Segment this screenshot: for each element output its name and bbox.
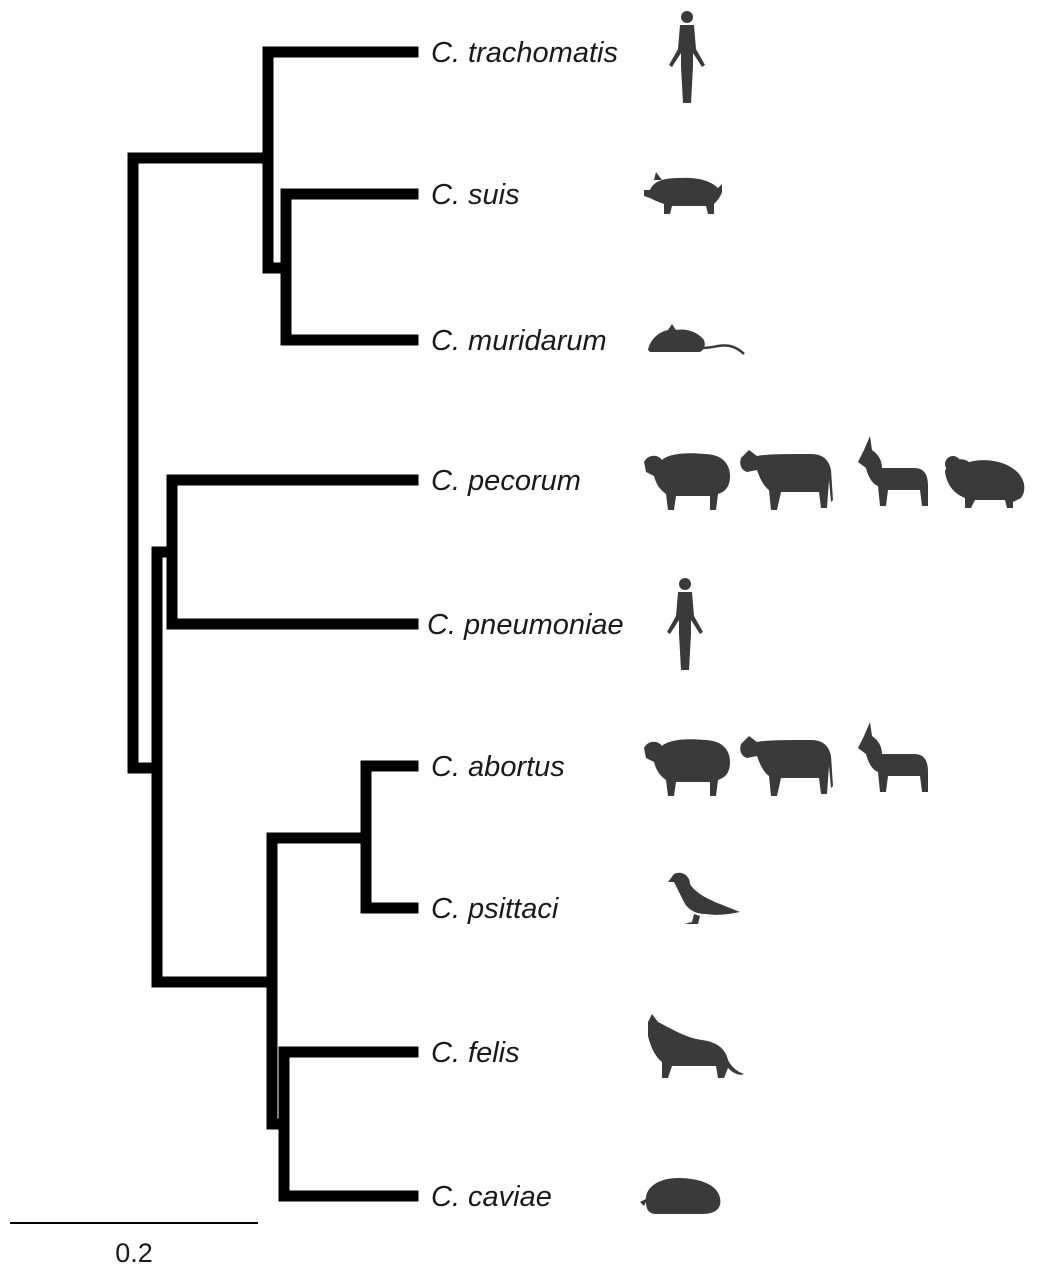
mouse-icon: [648, 324, 744, 354]
taxon-labels: C. trachomatis C. suis C. muridarum C. peco…: [427, 37, 624, 1213]
pig-icon: [644, 172, 722, 214]
human-icon: [669, 11, 705, 103]
branch-pecorum-pneumoniae: [172, 480, 413, 624]
cow-icon: [740, 450, 833, 510]
taxon-label-abortus: C. abortus: [431, 751, 565, 783]
taxon-label-pneumoniae: C. pneumoniae: [427, 609, 624, 641]
scale-bar-label: 0.2: [115, 1238, 153, 1268]
taxon-label-pecorum: C. pecorum: [431, 465, 581, 497]
taxon-label-suis: C. suis: [431, 179, 520, 211]
branch-suis-muridarum: [286, 194, 413, 340]
branch-abortus-psittaci: [366, 766, 413, 908]
bird-icon: [668, 873, 740, 924]
cow-icon: [740, 736, 833, 796]
host-icons: [640, 11, 1024, 1214]
goat-icon: [858, 722, 928, 792]
guinea-pig-icon: [640, 1178, 720, 1214]
koala-icon: [945, 456, 1024, 508]
human-icon: [667, 578, 703, 670]
sheep-icon: [644, 453, 730, 510]
branch-felis-caviae: [284, 1052, 413, 1196]
taxon-label-trachomatis: C. trachomatis: [431, 37, 618, 69]
cat-icon: [648, 1014, 744, 1078]
taxon-label-psittaci: C. psittaci: [431, 893, 560, 925]
tree-branches: [133, 52, 413, 1196]
taxon-label-felis: C. felis: [431, 1037, 520, 1069]
goat-icon: [858, 436, 928, 506]
taxon-label-muridarum: C. muridarum: [431, 325, 607, 357]
sheep-icon: [644, 739, 730, 796]
taxon-label-caviae: C. caviae: [431, 1181, 552, 1213]
